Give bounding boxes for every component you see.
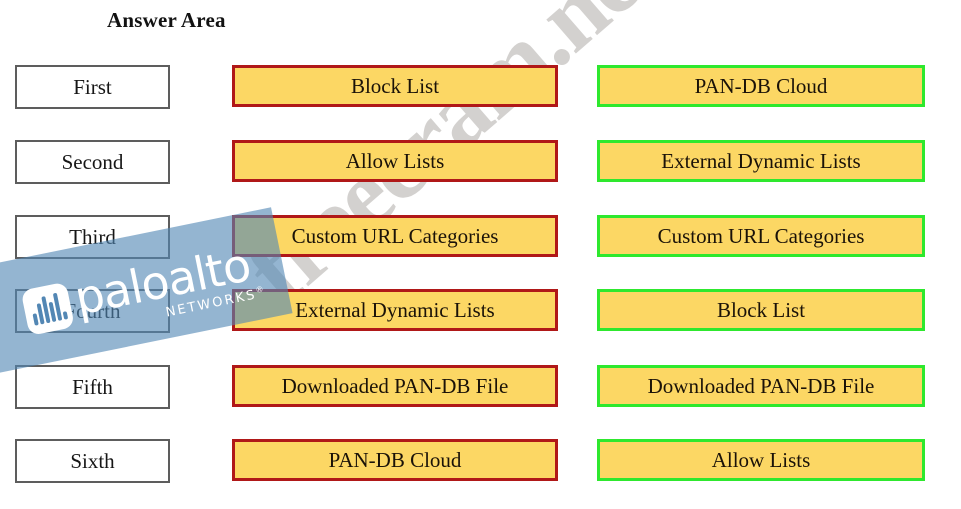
- order-label-fourth: Fourth: [15, 289, 170, 333]
- order-label-second: Second: [15, 140, 170, 184]
- answer-tile-green-1[interactable]: PAN-DB Cloud: [597, 65, 925, 107]
- answer-tile-label: Custom URL Categories: [657, 223, 865, 248]
- order-label-text: Sixth: [70, 448, 115, 473]
- order-label-sixth: Sixth: [15, 439, 170, 483]
- answer-tile-green-6[interactable]: Allow Lists: [597, 439, 925, 481]
- order-label-text: Third: [69, 224, 116, 249]
- order-label-third: Third: [15, 215, 170, 259]
- answer-tile-label: Block List: [350, 73, 440, 98]
- order-label-fifth: Fifth: [15, 365, 170, 409]
- answer-tile-green-3[interactable]: Custom URL Categories: [597, 215, 925, 257]
- answer-tile-label: PAN-DB Cloud: [694, 73, 828, 98]
- order-label-text: Fourth: [64, 298, 121, 323]
- answer-tile-label: Downloaded PAN-DB File: [647, 373, 875, 398]
- answer-tile-label: Custom URL Categories: [291, 223, 499, 248]
- answer-tile-red-6[interactable]: PAN-DB Cloud: [232, 439, 558, 481]
- answer-tile-label: PAN-DB Cloud: [328, 447, 462, 472]
- order-label-text: Second: [61, 149, 124, 174]
- answer-tile-red-5[interactable]: Downloaded PAN-DB File: [232, 365, 558, 407]
- answer-tile-label: Block List: [716, 297, 806, 322]
- answer-tile-label: External Dynamic Lists: [295, 297, 495, 322]
- answer-tile-green-4[interactable]: Block List: [597, 289, 925, 331]
- answer-tile-label: Allow Lists: [711, 447, 811, 472]
- order-label-text: Fifth: [72, 374, 113, 399]
- page-title: Answer Area: [107, 8, 226, 32]
- answer-tile-label: External Dynamic Lists: [661, 148, 861, 173]
- order-label-first: First: [15, 65, 170, 109]
- answer-tile-red-1[interactable]: Block List: [232, 65, 558, 107]
- answer-tile-red-2[interactable]: Allow Lists: [232, 140, 558, 182]
- answer-tile-green-2[interactable]: External Dynamic Lists: [597, 140, 925, 182]
- answer-tile-green-5[interactable]: Downloaded PAN-DB File: [597, 365, 925, 407]
- answer-tile-label: Downloaded PAN-DB File: [281, 373, 509, 398]
- answer-tile-label: Allow Lists: [345, 148, 445, 173]
- answer-tile-red-4[interactable]: External Dynamic Lists: [232, 289, 558, 331]
- answer-tile-red-3[interactable]: Custom URL Categories: [232, 215, 558, 257]
- order-label-text: First: [73, 74, 112, 99]
